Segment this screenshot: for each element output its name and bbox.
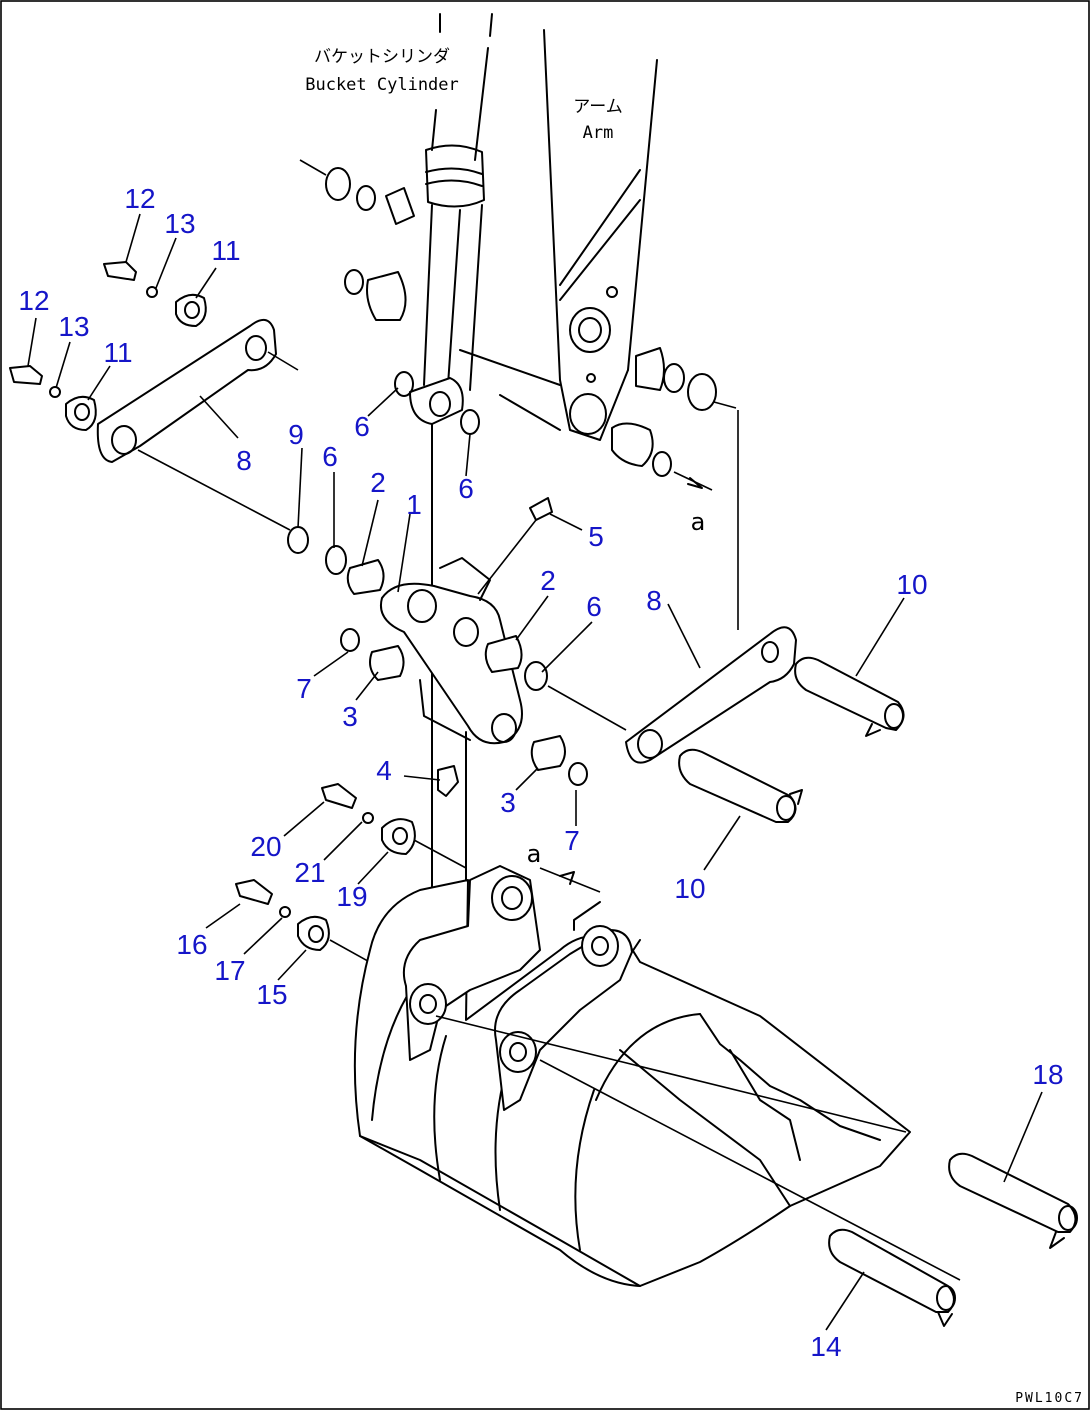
callout-16: 16 (176, 929, 207, 960)
callout-8: 8 (236, 445, 252, 476)
callout-4: 4 (376, 755, 392, 786)
callout-2: 2 (540, 565, 556, 596)
pins-10 (678, 656, 905, 823)
callout-2: 2 (370, 467, 386, 498)
bucket (353, 865, 961, 1287)
callout-7: 7 (296, 673, 312, 704)
callout-13: 13 (164, 208, 195, 239)
callout-6: 6 (322, 441, 338, 472)
link-left (96, 319, 299, 531)
callout-12: 12 (124, 183, 155, 214)
callout-11: 11 (103, 337, 132, 368)
callout-9: 9 (288, 419, 304, 450)
bucket-cylinder-label-en: Bucket Cylinder (305, 75, 459, 95)
link-right (547, 410, 797, 764)
callout-8: 8 (646, 585, 662, 616)
callout-19: 19 (336, 881, 367, 912)
callout-11: 11 (211, 235, 240, 266)
callout-7: 7 (564, 825, 580, 856)
callout-3: 3 (500, 787, 516, 818)
callout-10: 10 (896, 569, 927, 600)
callout-15: 15 (256, 979, 287, 1010)
callout-18: 18 (1032, 1059, 1063, 1090)
drawing-code: PWL10C7 (1015, 1391, 1084, 1406)
arm-label-jp: アーム (573, 97, 622, 117)
leader-lines (27, 213, 1043, 1331)
callout-1: 1 (406, 489, 422, 520)
callout-13: 13 (58, 311, 89, 342)
left-small-parts (9, 261, 207, 431)
arm (459, 29, 658, 441)
arm-label-en: Arm (583, 123, 614, 143)
callout-5: 5 (588, 521, 604, 552)
callout-6: 6 (586, 591, 602, 622)
callout-21: 21 (294, 857, 325, 888)
cylinder-top-seals (299, 159, 415, 321)
bucket-cylinder (409, 13, 493, 425)
callout-3: 3 (342, 701, 358, 732)
callout-6: 6 (354, 411, 370, 442)
callout-10: 10 (674, 873, 705, 904)
ref-letter-bucket: a (527, 840, 542, 868)
pins-bucket (828, 1152, 1078, 1327)
callouts: 12 13 11 12 13 11 8 9 6 6 6 2 1 5 2 6 8 … (18, 183, 1063, 1362)
callout-17: 17 (214, 955, 245, 986)
bucket-small-parts: a (235, 783, 601, 991)
arm-side-seals: a (611, 347, 737, 536)
bucket-cylinder-label-jp: バケットシリンダ (314, 47, 450, 67)
callout-20: 20 (250, 831, 281, 862)
callout-14: 14 (810, 1331, 841, 1362)
ref-letter-arm: a (691, 508, 706, 536)
callout-12: 12 (18, 285, 49, 316)
callout-6: 6 (458, 473, 474, 504)
